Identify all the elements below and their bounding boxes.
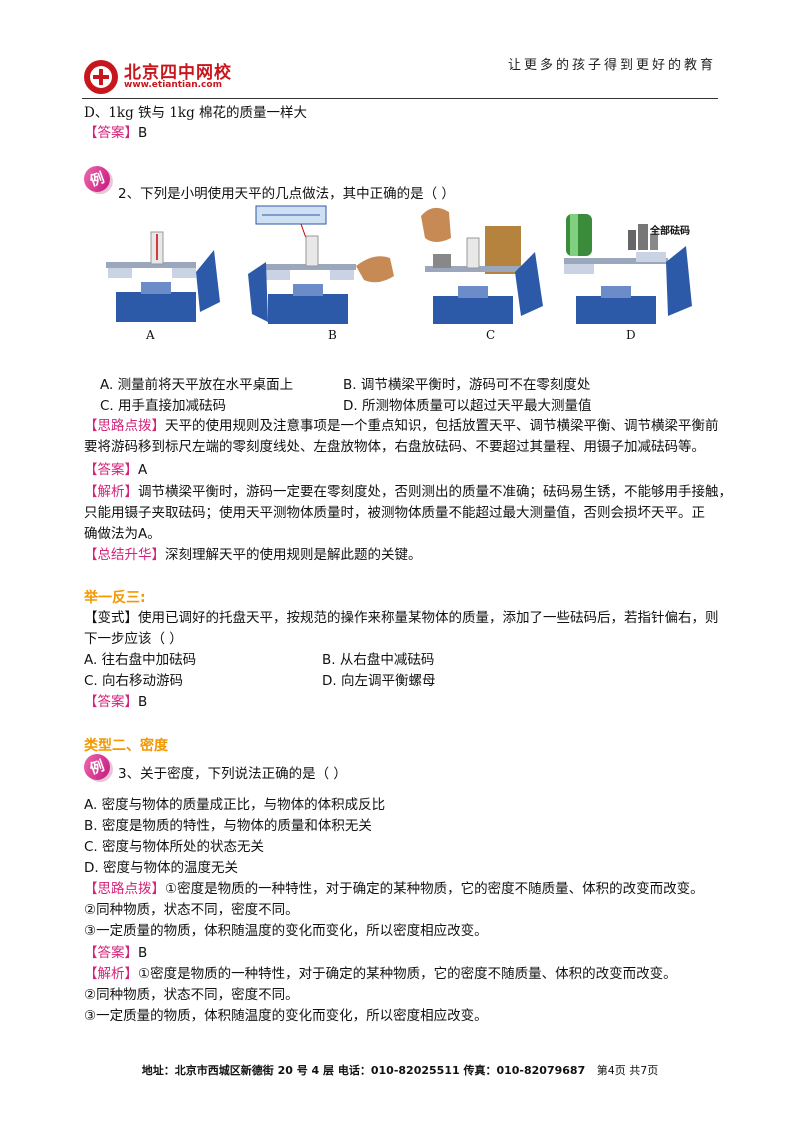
- q3-option-d: D. 密度与物体的温度无关: [84, 860, 238, 876]
- variant-stem: 【变式】使用已调好的托盘天平，按规范的操作来称量某物体的质量，添加了一些砝码后，…: [84, 608, 724, 650]
- q3-option-b: B. 密度是物质的特性，与物体的质量和体积无关: [84, 818, 372, 834]
- q2-option-d: D. 所测物体质量可以超过天平最大测量值: [343, 398, 592, 414]
- variant-heading: 举一反三:: [84, 590, 146, 606]
- analysis-line: ②同种物质，状态不同，密度不同。: [84, 987, 299, 1003]
- answer-label: 【答案】: [84, 125, 138, 141]
- balance-figure-b: [248, 205, 394, 324]
- example-badge-icon: 例: [80, 162, 114, 196]
- analysis-line: ①密度是物质的一种特性，对于确定的某种物质，它的密度不随质量、体积的改变而改变。: [138, 966, 677, 982]
- hint-line: ②同种物质，状态不同，密度不同。: [84, 902, 299, 918]
- q2-summary: 【总结升华】深刻理解天平的使用规则是解此题的关键。: [84, 545, 422, 565]
- answer-value: A: [138, 462, 148, 478]
- logo-url: www.etiantian.com: [124, 80, 222, 90]
- analysis-label: 【解析】: [84, 966, 138, 982]
- balance-figure-d: [564, 214, 692, 324]
- caption-d: D: [626, 328, 636, 342]
- variant-option-a: A. 往右盘中加砝码: [84, 652, 197, 668]
- analysis-text-line2: 只能用镊子夹取砝码；使用天平测物体质量时，被测物体质量不能超过最大测量值，否则会…: [84, 505, 705, 521]
- q3-analysis: 【解析】①密度是物质的一种特性，对于确定的某种物质，它的密度不随质量、体积的改变…: [84, 964, 724, 1027]
- header-slogan: 让更多的孩子得到更好的教育: [507, 58, 716, 73]
- caption-b: B: [328, 328, 337, 342]
- balance-figure-a: [106, 231, 220, 322]
- hint-label: 【思路点拨】: [84, 881, 165, 897]
- logo: 北京四中网校 www.etiantian.com: [82, 56, 242, 96]
- q2-stem: 2、下列是小明使用天平的几点做法，其中正确的是（ ）: [118, 186, 455, 202]
- q2-option-b: B. 调节横梁平衡时，游码可不在零刻度处: [343, 377, 591, 393]
- q1-option-d: D、1kg 铁与 1kg 棉花的质量一样大: [84, 105, 308, 121]
- answer-label: 【答案】: [84, 462, 138, 478]
- balance-figure-c: [421, 207, 543, 324]
- q3-stem: 3、关于密度，下列说法正确的是（ ）: [118, 766, 347, 782]
- summary-text: 深刻理解天平的使用规则是解此题的关键。: [165, 547, 422, 563]
- answer-value: B: [138, 945, 148, 961]
- answer-label: 【答案】: [84, 694, 138, 710]
- hint-line: ①密度是物质的一种特性，对于确定的某种物质，它的密度不随质量、体积的改变而改变。: [165, 881, 704, 897]
- q3-hint: 【思路点拨】①密度是物质的一种特性，对于确定的某种物质，它的密度不随质量、体积的…: [84, 879, 724, 942]
- hint-text-line2: 要将游码移到标尺左端的零刻度线处、左盘放物体，右盘放砝码、不要超过其量程、用镊子…: [84, 439, 705, 455]
- q2-answer: 【答案】A: [84, 460, 147, 480]
- section-heading: 类型二、密度: [84, 738, 168, 754]
- variant-stem-line2: 下一步应该（ ）: [84, 631, 183, 647]
- caption-c: C: [486, 328, 496, 342]
- footer-page: 第4页 共7页: [596, 1064, 659, 1077]
- analysis-text: 调节横梁平衡时，游码一定要在零刻度处，否则测出的质量不准确；砝码易生锈，不能够用…: [138, 484, 732, 500]
- caption-a: A: [146, 328, 155, 342]
- analysis-text-line3: 确做法为A。: [84, 526, 161, 542]
- answer-label: 【答案】: [84, 945, 138, 961]
- figure-d-tag: 全部砝码: [650, 226, 690, 237]
- answer-value: B: [138, 694, 148, 710]
- q1-answer: 【答案】B: [84, 123, 147, 143]
- variant-option-c: C. 向右移动游码: [84, 673, 184, 689]
- q2-option-a: A. 测量前将天平放在水平桌面上: [100, 377, 294, 393]
- example-badge-icon: 例: [80, 750, 114, 784]
- logo-text: 北京四中网校: [124, 63, 232, 83]
- variant-option-b: B. 从右盘中减砝码: [322, 652, 435, 668]
- summary-label: 【总结升华】: [84, 547, 165, 563]
- answer-value: B: [138, 125, 148, 141]
- variant-label: 【变式】: [84, 610, 138, 626]
- hint-text: 天平的使用规则及注意事项是一个重点知识，包括放置天平、调节横梁平衡、调节横梁平衡…: [165, 418, 719, 434]
- footer-address: 地址：北京市西城区新德街 20 号 4 层 电话：010-82025511 传真…: [141, 1064, 586, 1077]
- q2-analysis: 【解析】调节横梁平衡时，游码一定要在零刻度处，否则测出的质量不准确；砝码易生锈，…: [84, 482, 732, 545]
- analysis-line: ③一定质量的物质，体积随温度的变化而变化，所以密度相应改变。: [84, 1008, 488, 1024]
- footer: 地址：北京市西城区新德街 20 号 4 层 电话：010-82025511 传真…: [0, 1062, 800, 1078]
- header-rule: [82, 98, 718, 99]
- hint-label: 【思路点拨】: [84, 418, 165, 434]
- logo-emblem-icon: [84, 60, 118, 94]
- analysis-label: 【解析】: [84, 484, 138, 500]
- q3-option-c: C. 密度与物体所处的状态无关: [84, 839, 265, 855]
- q2-figures: 全部砝码 A B C D: [96, 205, 696, 342]
- q2-option-c: C. 用手直接加减砝码: [100, 398, 227, 414]
- variant-answer: 【答案】B: [84, 692, 147, 712]
- q3-answer: 【答案】B: [84, 943, 147, 963]
- variant-option-d: D. 向左调平衡螺母: [322, 673, 436, 689]
- variant-stem-line1: 使用已调好的托盘天平，按规范的操作来称量某物体的质量，添加了一些砝码后，若指针偏…: [138, 610, 719, 626]
- hint-line: ③一定质量的物质，体积随温度的变化而变化，所以密度相应改变。: [84, 923, 488, 939]
- q3-option-a: A. 密度与物体的质量成正比，与物体的体积成反比: [84, 797, 386, 813]
- q2-hint: 【思路点拨】天平的使用规则及注意事项是一个重点知识，包括放置天平、调节横梁平衡、…: [84, 416, 724, 458]
